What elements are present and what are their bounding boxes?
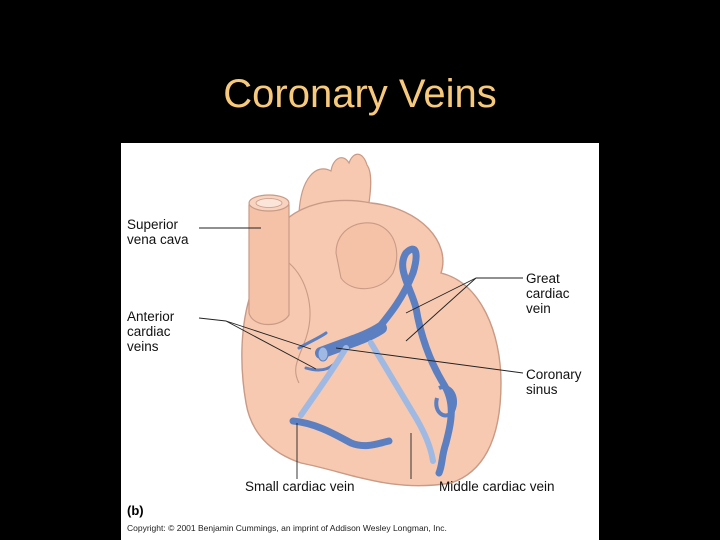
superior-vena-cava-lumen <box>256 199 282 208</box>
label-superior-vena-cava: Superior vena cava <box>127 217 189 247</box>
pulmonary-trunk <box>336 223 397 289</box>
coronary-sinus-opening <box>318 347 328 361</box>
heart-diagram-panel: Superior vena cava Anterior cardiac vein… <box>121 143 599 540</box>
panel-tag: (b) <box>127 503 144 518</box>
leader-anterior-cardiac-veins <box>199 318 226 321</box>
slide-title: Coronary Veins <box>0 72 720 117</box>
label-anterior-cardiac-veins: Anterior cardiac veins <box>127 309 174 354</box>
superior-vena-cava <box>249 205 289 325</box>
copyright-notice: Copyright: © 2001 Benjamin Cummings, an … <box>127 523 447 533</box>
label-middle-cardiac-vein: Middle cardiac vein <box>439 479 555 494</box>
label-small-cardiac-vein: Small cardiac vein <box>245 479 355 494</box>
label-coronary-sinus: Coronary sinus <box>526 367 582 397</box>
label-great-cardiac-vein: Great cardiac vein <box>526 271 570 316</box>
